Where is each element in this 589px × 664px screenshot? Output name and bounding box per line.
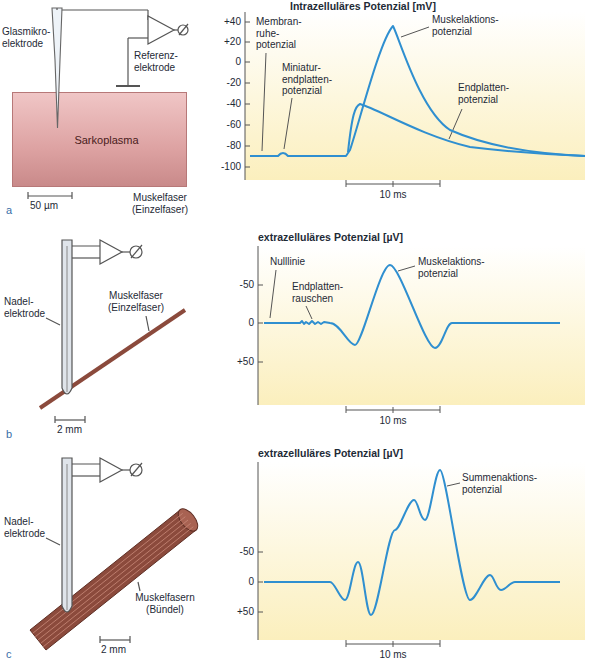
tick-label: -80	[211, 140, 241, 152]
annotation-label: Membran- ruhe- potenzial	[256, 16, 306, 51]
tick-label: 0	[211, 56, 241, 68]
annotation-label: 2 mm	[57, 424, 97, 436]
annotation-label: Muskelaktions- potenzial	[432, 14, 512, 37]
annotation-label: 2 mm	[101, 644, 141, 656]
annotation-label: Nadel- elektrode	[4, 296, 52, 319]
annotation-label: Nulllinie	[270, 256, 330, 268]
tick-label: -50	[224, 279, 254, 291]
tick-label: -20	[211, 77, 241, 89]
region-label: Sarkoplasma	[74, 134, 138, 146]
panel-letter: c	[6, 648, 20, 661]
panel-letter: a	[6, 204, 20, 217]
tick-label: -100	[211, 161, 241, 173]
tick-label: -40	[211, 98, 241, 110]
annotation-label: Muskelfasern (Bündel)	[130, 592, 200, 615]
tick-label: 0	[224, 576, 254, 588]
tick-label: 0	[224, 317, 254, 329]
axis-title: extrazelluläres Potenzial [µV]	[258, 447, 403, 459]
annotation-label: Nadel- elektrode	[4, 516, 52, 539]
annotation-label: 50 µm	[30, 200, 80, 212]
annotation-label: 10 ms	[371, 189, 415, 201]
annotation-label: Endplatten- potenzial	[458, 82, 528, 105]
annotation-label: Miniatur- endplatten- potenzial	[282, 62, 340, 97]
annotation-label: Endplatten- rauschen	[292, 281, 354, 304]
tick-label: -50	[224, 546, 254, 558]
annotation-label: 10 ms	[371, 649, 415, 661]
panel-letter: b	[6, 428, 20, 441]
annotation-label: Muskelfaser (Einzelfaser)	[104, 290, 168, 313]
tick-label: +40	[211, 16, 241, 28]
annotation-label: Muskelfaser (Einzelfaser)	[128, 192, 192, 215]
tick-label: -60	[211, 119, 241, 131]
annotation-label: 10 ms	[371, 415, 415, 427]
tick-label: +20	[211, 36, 241, 48]
muscle-fiber-sarcoplasm: Sarkoplasma	[12, 92, 187, 187]
annotation-label: Glasmikro- elektrode	[2, 26, 54, 49]
axis-title: extrazelluläres Potenzial [µV]	[258, 231, 403, 243]
annotation-label: Referenz- elektrode	[134, 50, 186, 73]
annotation-label: Summenaktions- potenzial	[462, 472, 552, 495]
axis-title: Intrazelluläres Potenzial [mV]	[290, 0, 436, 12]
tick-label: +50	[224, 606, 254, 618]
annotation-label: Muskelaktions- potenzial	[418, 256, 498, 279]
tick-label: +50	[224, 356, 254, 368]
